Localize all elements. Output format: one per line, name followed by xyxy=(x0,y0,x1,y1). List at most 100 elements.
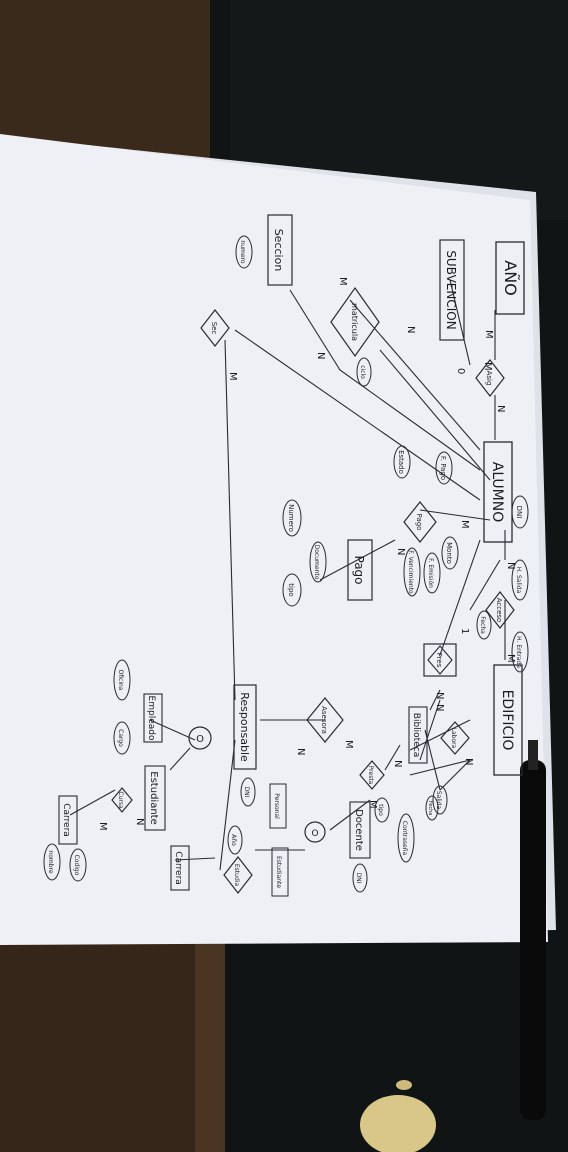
svg-text:Pago: Pago xyxy=(352,555,366,584)
svg-text:1: 1 xyxy=(459,628,470,634)
connection-lines xyxy=(69,279,506,871)
attr-ano-estudia: Año xyxy=(227,825,243,855)
svg-text:Año: Año xyxy=(230,834,237,846)
attr-dni-alumno: DNI xyxy=(511,495,529,529)
svg-text:DNI: DNI xyxy=(515,506,523,519)
generalization-responsable: O xyxy=(188,726,212,750)
svg-text:N: N xyxy=(495,405,506,412)
rel-asig: Asig xyxy=(475,359,505,397)
svg-text:M: M xyxy=(367,800,378,809)
entity-biblioteca: Biblioteca xyxy=(408,706,428,764)
rel-acceso: Acceso xyxy=(485,591,515,629)
rel-seccion: Sec xyxy=(200,309,230,347)
svg-text:N: N xyxy=(463,758,474,765)
svg-text:Codigo: Codigo xyxy=(73,855,80,876)
paper-sheet xyxy=(0,134,548,945)
rel-asesora: Asesora xyxy=(306,697,344,743)
svg-text:Presta: Presta xyxy=(367,766,374,785)
svg-text:Personal: Personal xyxy=(273,793,280,819)
svg-text:N: N xyxy=(295,748,306,755)
attr-dni-responsable: DNI xyxy=(240,777,256,807)
svg-text:nombre: nombre xyxy=(47,850,54,873)
svg-text:Sec: Sec xyxy=(210,322,218,335)
rel-matricula: matricula xyxy=(330,286,380,358)
svg-text:Estudia: Estudia xyxy=(233,864,240,887)
entity-carrera-2: Carrera xyxy=(58,795,78,845)
svg-text:F. Pago: F. Pago xyxy=(439,456,447,480)
svg-text:N: N xyxy=(505,562,516,569)
wood-panel-bottom xyxy=(0,910,210,1152)
svg-text:Contraseña: Contraseña xyxy=(401,821,408,856)
attr-cargo: Cargo xyxy=(113,721,131,755)
attr-codigo: Codigo xyxy=(69,848,87,882)
svg-text:tipo: tipo xyxy=(377,804,384,816)
svg-text:M: M xyxy=(97,822,108,831)
svg-text:tipo: tipo xyxy=(287,583,295,596)
attr-personal: Personal xyxy=(269,783,287,829)
svg-text:Salida: Salida xyxy=(435,791,442,810)
svg-text:Cargo: Cargo xyxy=(117,729,124,747)
pen xyxy=(520,740,546,1120)
attr-contrasena: Contraseña xyxy=(397,813,415,863)
entity-docente: Docente xyxy=(349,801,371,859)
attr-monto: Monto xyxy=(441,536,459,570)
rel-pres: Pres xyxy=(423,643,457,677)
svg-text:Estudiante: Estudiante xyxy=(148,771,159,824)
svg-text:Carrera: Carrera xyxy=(173,851,183,885)
svg-text:EDIFICIO: EDIFICIO xyxy=(499,690,515,751)
svg-text:Numero: Numero xyxy=(287,504,295,532)
attr-estado: Estado xyxy=(393,445,411,479)
svg-text:Estado: Estado xyxy=(397,450,405,474)
attr-h-salida: H. Salida xyxy=(511,559,529,601)
svg-text:AÑO: AÑO xyxy=(501,260,520,296)
svg-text:Carrera: Carrera xyxy=(61,803,71,837)
svg-text:Biblioteca: Biblioteca xyxy=(411,713,421,757)
svg-text:M: M xyxy=(343,740,354,749)
attr-f-pago: F. Pago xyxy=(435,451,453,485)
generalization-docente: O xyxy=(304,821,326,843)
svg-text:N: N xyxy=(395,548,406,555)
attr-numero-seccion: numero xyxy=(235,235,253,269)
svg-text:F. Vencimiento: F. Vencimiento xyxy=(407,550,414,594)
svg-text:N: N xyxy=(134,818,145,825)
entity-seccion: Seccion xyxy=(267,214,293,286)
svg-text:H. Entrada: H. Entrada xyxy=(515,636,522,668)
svg-text:DNI: DNI xyxy=(355,873,362,884)
entity-empleado: Empleado xyxy=(143,693,163,743)
entity-responsable: Responsable xyxy=(233,684,257,770)
svg-text:Docente: Docente xyxy=(353,809,364,851)
svg-text:M: M xyxy=(482,362,493,371)
svg-text:ALUMNO: ALUMNO xyxy=(489,462,505,523)
svg-text:M: M xyxy=(505,654,516,663)
svg-text:Fecha: Fecha xyxy=(479,616,486,634)
svg-text:matricula: matricula xyxy=(350,303,359,341)
rel-presta: Presta xyxy=(359,760,385,790)
entity-edificio: EDIFICIO xyxy=(493,664,523,776)
svg-text:Pago: Pago xyxy=(415,514,423,531)
svg-text:M: M xyxy=(459,520,470,529)
svg-text:0: 0 xyxy=(455,368,466,374)
entity-carrera: Carrera xyxy=(170,845,190,891)
svg-text:N: N xyxy=(434,704,445,711)
svg-text:F. Emisión: F. Emisión xyxy=(427,558,434,588)
svg-text:Empleado: Empleado xyxy=(146,696,156,741)
attr-estudiante: Estudiante xyxy=(271,847,289,897)
rel-cursa: Cursa xyxy=(111,787,133,813)
svg-text:Cursa: Cursa xyxy=(117,791,124,809)
attr-oficina: Oficina xyxy=(113,659,131,701)
rel-labora: Labora xyxy=(440,721,470,755)
attr-nombre: nombre xyxy=(43,843,61,881)
svg-text:Acceso: Acceso xyxy=(495,598,503,623)
svg-text:Estudiante: Estudiante xyxy=(275,856,282,888)
entity-estudiante: Estudiante xyxy=(144,765,166,831)
svg-text:ciclo: ciclo xyxy=(359,365,366,379)
svg-text:O: O xyxy=(196,734,204,745)
svg-text:M: M xyxy=(483,330,494,339)
svg-text:Monto: Monto xyxy=(445,542,453,564)
svg-text:H. Salida: H. Salida xyxy=(515,567,522,594)
cardinality-labels: M M 0 N N N M M M N 1 N M N N N N M M N … xyxy=(97,277,516,831)
svg-text:Asig: Asig xyxy=(485,371,493,386)
svg-text:N: N xyxy=(405,326,416,333)
entity-pago: Pago xyxy=(347,539,373,601)
